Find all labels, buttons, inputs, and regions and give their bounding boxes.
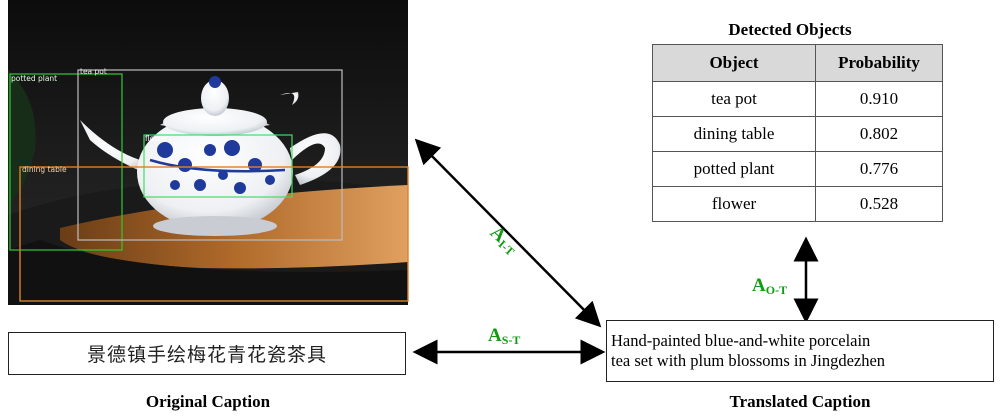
original-caption-label: Original Caption [145, 392, 271, 411]
translated-caption-line-1: Hand-painted blue-and-white porcelain [611, 331, 871, 350]
image-text-arrow [414, 138, 602, 328]
translated-caption-line-2: tea set with plum blossoms in Jingdezhen [611, 351, 886, 370]
detected-objects-table: Object Probability tea pot 0.910 dining … [652, 44, 943, 222]
table-header-row: Object Probability [652, 44, 943, 82]
translated-caption-label: Translated Caption [729, 392, 871, 411]
detection-label-potted-plant: potted plant [11, 74, 57, 83]
object-cell: potted plant [652, 151, 816, 187]
column-header-object: Object [652, 44, 816, 82]
probability-cell: 0.528 [815, 186, 943, 222]
detected-objects-title: Detected Objects [728, 20, 852, 39]
table-row: dining table 0.802 [652, 116, 943, 152]
detection-label-dining-table: dining table [22, 165, 67, 174]
detection-label-flower: flower [145, 134, 169, 143]
original-caption-box: 景德镇手绘梅花青花瓷茶具 [8, 332, 406, 375]
object-cell: flower [652, 186, 816, 222]
table-row: potted plant 0.776 [652, 151, 943, 187]
probability-cell: 0.802 [815, 116, 943, 152]
object-cell: dining table [652, 116, 816, 152]
detection-label-tea-pot: tea pot [80, 67, 107, 76]
table-row: tea pot 0.910 [652, 81, 943, 117]
object-text-alignment-label: AO-T [752, 275, 788, 297]
probability-cell: 0.910 [815, 81, 943, 117]
original-caption-text: 景德镇手绘梅花青花瓷茶具 [86, 344, 327, 366]
source-text-alignment-label: AS-T [488, 325, 521, 347]
probability-cell: 0.776 [815, 151, 943, 187]
translated-caption-box: Hand-painted blue-and-white porcelain te… [606, 320, 994, 382]
object-cell: tea pot [652, 81, 816, 117]
column-header-probability: Probability [815, 44, 943, 82]
table-row: flower 0.528 [652, 186, 943, 222]
